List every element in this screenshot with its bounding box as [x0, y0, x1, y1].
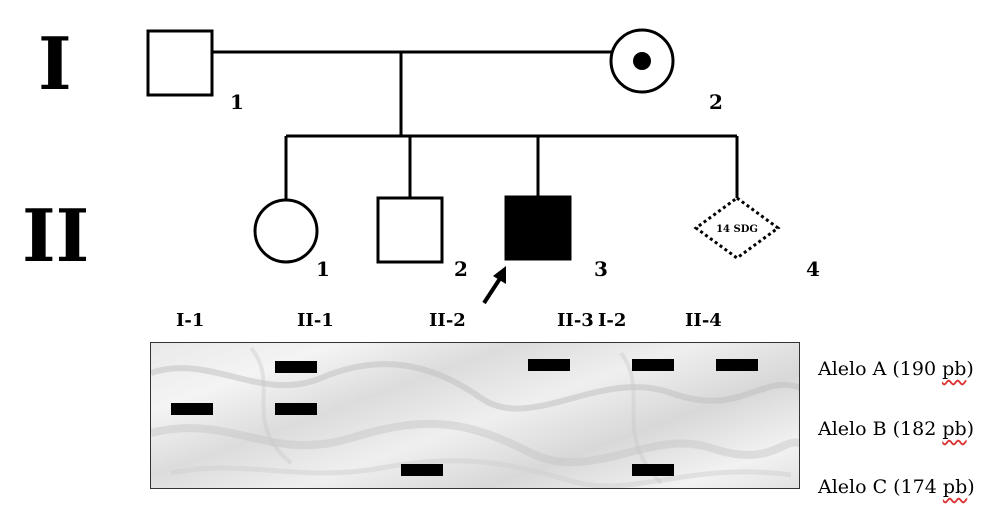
band-i-2-allele-a — [632, 359, 674, 371]
individual-ii-3-affected-male — [504, 195, 572, 261]
allele-label-c: Alelo C (174 pb) — [818, 476, 975, 498]
band-i-2-allele-c — [632, 464, 674, 476]
band-ii-1-allele-a — [275, 361, 317, 373]
lane-label-i-2: I-2 — [598, 310, 627, 331]
lane-label-ii-1: II-1 — [297, 310, 334, 331]
band-ii-4-allele-a — [716, 359, 758, 371]
generation-label-ii: II — [22, 193, 90, 278]
number-i-2: 2 — [709, 90, 723, 114]
band-ii-2-allele-c — [401, 464, 443, 476]
band-ii-3-allele-a — [528, 359, 570, 371]
gel-texture — [151, 346, 799, 488]
lane-label-ii-4: II-4 — [685, 310, 722, 331]
electrophoresis-gel — [150, 342, 800, 489]
pregnancy-label: 14 SDG — [716, 224, 758, 235]
number-ii-2: 2 — [454, 257, 468, 281]
proband-arrow — [482, 275, 503, 305]
individual-i-1-male — [146, 29, 214, 97]
individual-ii-2-male — [376, 196, 444, 264]
proband-arrowhead — [493, 266, 506, 284]
generation-label-i: I — [38, 21, 72, 106]
band-ii-1-allele-b — [275, 403, 317, 415]
allele-label-b: Alelo B (182 pb) — [818, 418, 975, 440]
number-ii-1: 1 — [316, 257, 330, 281]
individual-ii-4-pregnancy — [693, 196, 781, 260]
lane-label-ii-3: II-3 — [557, 310, 594, 331]
individual-ii-1-female — [253, 198, 319, 264]
number-i-1: 1 — [230, 90, 244, 114]
number-ii-3: 3 — [594, 257, 608, 281]
lane-label-ii-2: II-2 — [429, 310, 466, 331]
allele-label-a: Alelo A (190 pb) — [818, 358, 974, 380]
lane-label-i-1: I-1 — [176, 310, 205, 331]
carrier-dot — [633, 52, 651, 70]
band-i-1-allele-b — [171, 403, 213, 415]
number-ii-4: 4 — [806, 257, 820, 281]
